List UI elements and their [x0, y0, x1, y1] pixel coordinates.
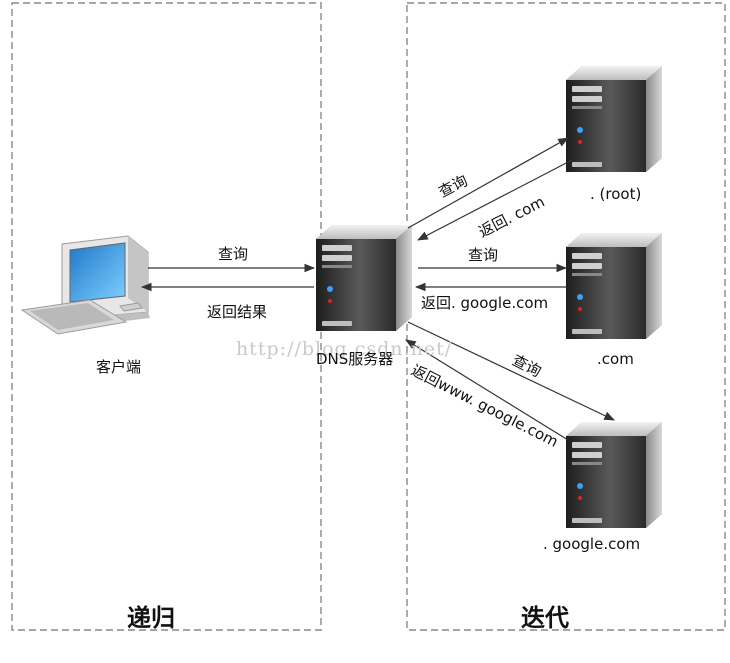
com-return-label: 返回. google.com: [421, 294, 549, 312]
root-server-label: . (root): [590, 185, 642, 203]
root-server-icon: [566, 66, 662, 172]
google-server-label: . google.com: [543, 535, 641, 553]
com-server-label: .com: [597, 350, 634, 368]
client-return-label: 返回结果: [207, 303, 268, 321]
dns-server-icon: [316, 225, 412, 331]
recursive-title: 递归: [127, 604, 175, 632]
root-query-arrow: [407, 137, 569, 229]
watermark: http://blog.csdn.net/: [236, 338, 453, 360]
root-return-arrow: [417, 159, 573, 241]
google-return-arrow: [405, 339, 569, 441]
client-computer-icon: [20, 235, 150, 335]
client-label: 客户端: [96, 358, 142, 376]
dns-server-label: DNS服务器: [316, 350, 394, 368]
client-query-label: 查询: [218, 245, 249, 263]
com-query-label: 查询: [468, 246, 499, 264]
google-query-arrow: [407, 321, 615, 421]
google-server-icon: [566, 422, 662, 528]
com-server-icon: [566, 233, 662, 339]
iterative-title: 迭代: [521, 604, 569, 632]
